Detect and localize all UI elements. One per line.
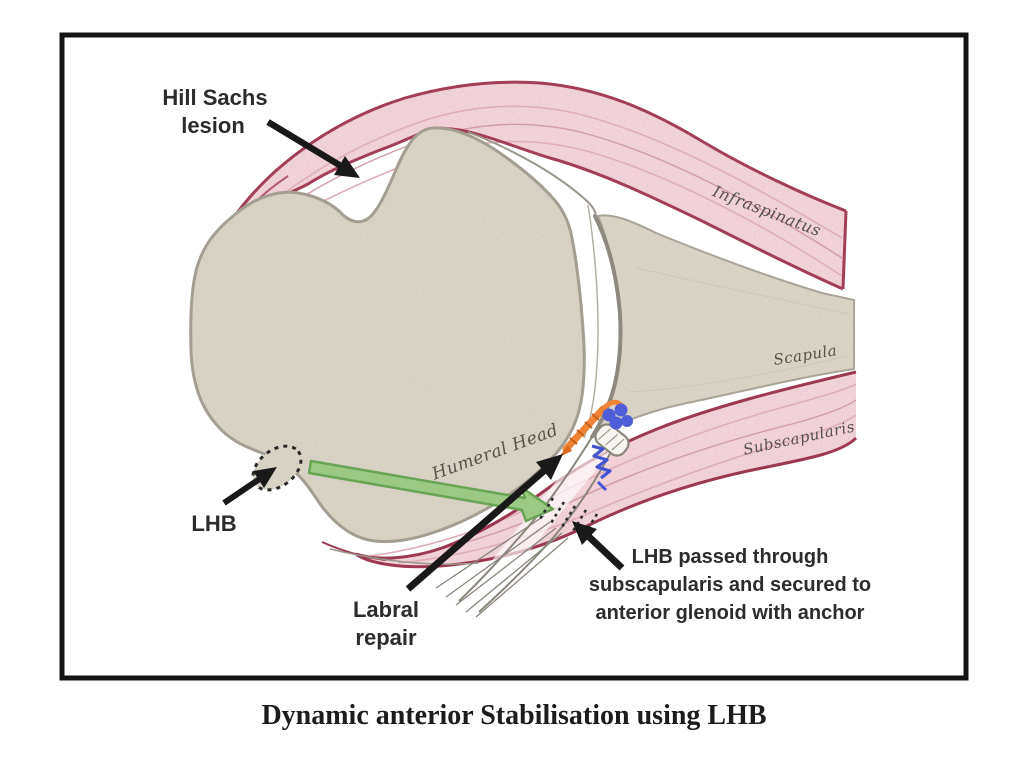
labral-repair-label-line1: Labral	[353, 597, 419, 622]
lhb-passed-label-line2: subscapularis and secured to	[589, 574, 871, 596]
suture-knot-blue	[602, 403, 633, 430]
joint-capsule-line	[583, 204, 599, 439]
lhb-passed-label-line1: LHB passed through	[632, 546, 829, 568]
lhb-tendon-body	[459, 437, 611, 612]
lhb-arrow	[222, 467, 277, 506]
infraspinatus-band	[205, 82, 846, 289]
lhb-passed-label-line3: anterior glenoid with anchor	[596, 602, 865, 624]
lhb-label: LHB	[191, 511, 236, 536]
glenoid-labrum-outline	[590, 214, 623, 439]
lhb-passed-arrow	[572, 521, 625, 571]
hill-sachs-label-line1: Hill Sachs	[162, 85, 267, 110]
lhb-tendon-strands	[435, 515, 569, 618]
hill-sachs-label-line2: lesion	[181, 113, 245, 138]
lhb-transfer-green-arrow	[307, 459, 555, 523]
tendon-sling	[594, 423, 630, 457]
figure-caption: Dynamic anterior Stabilisation using LHB	[261, 700, 766, 731]
humeral-head-bone	[189, 126, 586, 543]
scapula-texture-lines	[627, 267, 851, 393]
labral-repair-label-line2: repair	[355, 625, 417, 650]
hill-sachs-arrow	[266, 119, 360, 178]
labral-repair-arrow	[405, 454, 563, 592]
suture-blue	[591, 444, 612, 492]
superior-capsule-line	[467, 131, 597, 218]
